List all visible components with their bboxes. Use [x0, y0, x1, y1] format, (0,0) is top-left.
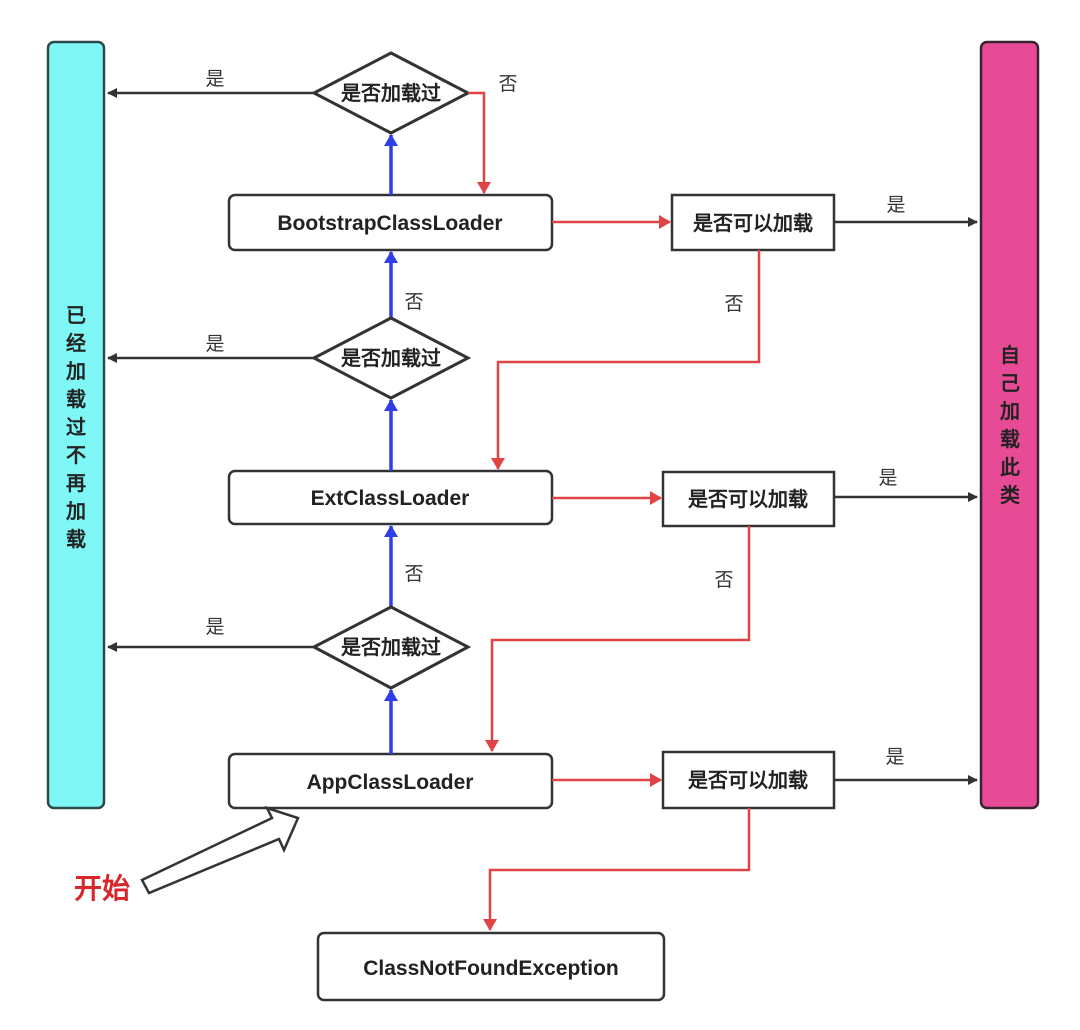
loaded-check-label: 是否加载过 — [340, 346, 441, 370]
loaded-check-diamond-ext: 是否加载过 — [310, 316, 472, 400]
can-load-label: 是否可以加载 — [692, 211, 813, 235]
bar-label-char: 加 — [999, 399, 1020, 423]
bar-label-char: 再 — [66, 471, 86, 495]
can-load-box-app: 是否可以加载 — [661, 750, 836, 810]
bar-label-char: 经 — [66, 331, 86, 355]
bar-label-char: 加 — [65, 359, 86, 383]
can-load-box-bootstrap: 是否可以加载 — [670, 193, 836, 252]
bar-label-char: 类 — [1000, 483, 1020, 507]
loaded-check-diamond-app: 是否加载过 — [310, 605, 472, 690]
no-label: 否 — [724, 293, 743, 315]
start-arrow-icon — [140, 805, 300, 895]
loaded-check-label: 是否加载过 — [340, 635, 441, 659]
yes-label: 是 — [205, 333, 224, 355]
loader-name: BootstrapClassLoader — [277, 212, 502, 235]
cached-bar: 已经加载过不再加载 — [46, 40, 106, 810]
bar-label-char: 自 — [1000, 343, 1020, 367]
can-load-box-ext: 是否可以加载 — [661, 470, 836, 528]
yes-label: 是 — [205, 68, 224, 90]
self-load-bar: 自己加载此类 — [979, 40, 1040, 810]
bar-label-char: 过 — [66, 415, 86, 439]
loaded-check-diamond-bootstrap: 是否加载过 — [310, 51, 472, 135]
start-label: 开始 — [74, 872, 130, 905]
bar-label-char: 此 — [1000, 455, 1020, 479]
loader-name: AppClassLoader — [307, 771, 474, 794]
no-label: 否 — [404, 291, 423, 313]
cached-bar-label: 已经加载过不再加载 — [65, 303, 86, 551]
no-arrow-to-exception — [483, 808, 751, 931]
can-load-label: 是否可以加载 — [687, 768, 808, 792]
bootstrap-loader-box: BootstrapClassLoader — [227, 193, 554, 252]
can-load-label: 是否可以加载 — [687, 487, 808, 511]
no-label: 否 — [498, 73, 517, 95]
ext-loader-box: ExtClassLoader — [227, 469, 554, 526]
yes-label: 是 — [886, 194, 905, 216]
no-arrow-to-ext — [491, 250, 761, 470]
bar-label-char: 己 — [1000, 371, 1020, 395]
exception-label: ClassNotFoundException — [363, 957, 619, 980]
no-arrow-to-bootstrap — [468, 91, 491, 194]
bar-label-char: 载 — [66, 387, 86, 411]
yes-label: 是 — [885, 746, 904, 768]
yes-label: 是 — [878, 467, 897, 489]
yes-label: 是 — [205, 616, 224, 638]
self-load-bar-label: 自己加载此类 — [999, 343, 1020, 507]
loader-name: ExtClassLoader — [311, 487, 470, 510]
loaded-check-label: 是否加载过 — [340, 81, 441, 105]
bar-label-char: 已 — [66, 303, 86, 327]
bar-label-char: 载 — [1000, 427, 1020, 451]
bar-label-char: 加 — [65, 499, 86, 523]
exception-box: ClassNotFoundException — [316, 931, 666, 1002]
bar-label-char: 载 — [66, 527, 86, 551]
no-label: 否 — [714, 569, 733, 591]
app-loader-box: AppClassLoader — [227, 752, 554, 810]
bar-label-char: 不 — [66, 443, 86, 467]
no-arrow-to-app — [485, 526, 751, 752]
no-label: 否 — [404, 563, 423, 585]
